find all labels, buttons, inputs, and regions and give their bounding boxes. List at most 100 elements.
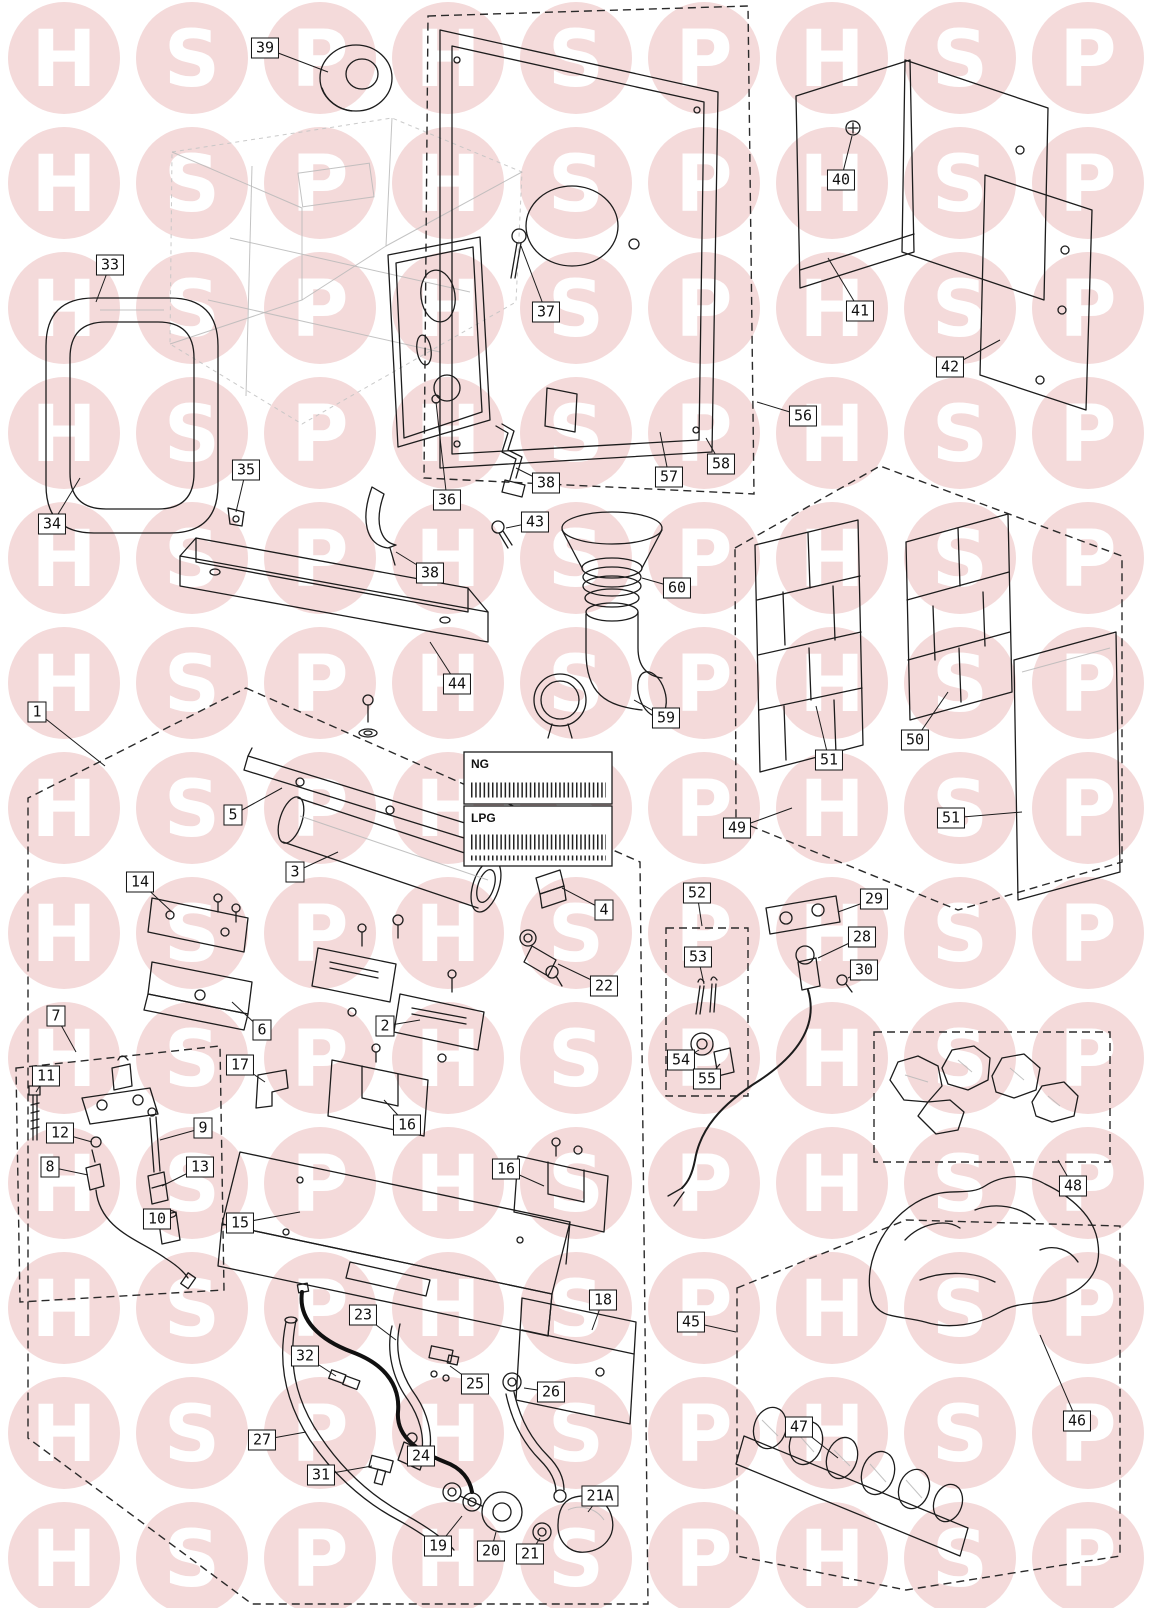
watermark-circle xyxy=(520,1377,632,1489)
watermark-circle xyxy=(1032,377,1144,489)
part-label-20: 20 xyxy=(476,1540,506,1562)
watermark-circle xyxy=(520,1502,632,1608)
watermark-letter: H xyxy=(799,15,864,105)
part-label-4: 4 xyxy=(594,899,614,921)
ignition-cable xyxy=(296,1282,474,1494)
part-label-38: 38 xyxy=(415,562,445,584)
part-label-29: 29 xyxy=(859,888,889,910)
part-label-37: 37 xyxy=(531,301,561,323)
watermark-letter: S xyxy=(932,265,988,355)
watermark-letter: S xyxy=(932,1515,988,1605)
watermark-letter: P xyxy=(1059,15,1116,105)
log-set-boundary xyxy=(736,1219,1121,1591)
pilot-assembly xyxy=(28,1055,197,1290)
watermark-circle xyxy=(776,627,888,739)
thermocouple-boundary xyxy=(665,927,749,1097)
watermark-letter: P xyxy=(291,765,348,855)
part-label-8: 8 xyxy=(40,1156,60,1178)
screw-37 xyxy=(510,228,527,279)
watermark-circle xyxy=(648,1002,760,1114)
watermark-circle xyxy=(520,127,632,239)
part-label-42: 42 xyxy=(935,356,965,378)
brick-panel-50 xyxy=(905,513,1013,721)
part-label-44: 44 xyxy=(442,673,472,695)
part-label-32: 32 xyxy=(290,1345,320,1367)
watermark-letter: P xyxy=(675,1265,732,1355)
watermark-circle xyxy=(392,1002,504,1114)
side-panel-42 xyxy=(901,59,1093,411)
watermark-circle xyxy=(904,502,1016,614)
watermark-circle xyxy=(264,1252,376,1364)
watermark-circle xyxy=(8,877,120,989)
watermark-circle xyxy=(520,2,632,114)
coals-boundary xyxy=(873,1031,1111,1163)
part-label-9: 9 xyxy=(193,1117,213,1139)
part-label-53: 53 xyxy=(683,946,713,968)
part-label-25: 25 xyxy=(460,1373,490,1395)
watermark-letter: H xyxy=(31,1140,96,1230)
watermark-circle xyxy=(136,752,248,864)
part-label-30: 30 xyxy=(849,959,879,981)
watermark-letter: S xyxy=(164,1015,220,1105)
watermark-circle xyxy=(904,1377,1016,1489)
part-label-41: 41 xyxy=(845,300,875,322)
watermark-letter: P xyxy=(1059,140,1116,230)
watermark-letter: H xyxy=(799,1015,864,1105)
watermark-circle xyxy=(648,127,760,239)
part-label-18: 18 xyxy=(588,1289,618,1311)
watermark-letter: P xyxy=(291,15,348,105)
tee-25 xyxy=(428,1345,460,1382)
watermark-letter: H xyxy=(415,265,480,355)
watermark-circle xyxy=(264,1502,376,1608)
watermark-circle xyxy=(8,1252,120,1364)
watermark-letter: P xyxy=(675,15,732,105)
part-label-39: 39 xyxy=(250,37,280,59)
watermark-letter: P xyxy=(675,1390,732,1480)
rear-liner-panel-51 xyxy=(1013,631,1121,901)
watermark-circle xyxy=(776,2,888,114)
watermark-circle xyxy=(520,252,632,364)
watermark-letter: S xyxy=(164,890,220,980)
watermark-circle xyxy=(904,1252,1016,1364)
watermark-letter: S xyxy=(932,1015,988,1105)
leader-line-36 xyxy=(435,401,448,501)
watermark-letter: S xyxy=(164,1390,220,1480)
part-label-58: 58 xyxy=(706,453,736,475)
watermark-letter: P xyxy=(291,640,348,730)
watermark-letter: S xyxy=(932,1265,988,1355)
screw-43 xyxy=(491,520,513,549)
watermark-circle xyxy=(1032,2,1144,114)
watermark-letter: S xyxy=(548,1140,604,1230)
watermark-letter: S xyxy=(164,140,220,230)
watermark-circle xyxy=(1032,1252,1144,1364)
watermark-circle xyxy=(8,127,120,239)
brick-panel-51 xyxy=(754,519,864,773)
front-panel-boundary xyxy=(423,5,755,495)
watermark-letter: S xyxy=(548,1515,604,1605)
watermark-letter: S xyxy=(932,1140,988,1230)
part-label-23: 23 xyxy=(348,1304,378,1326)
watermark-circle xyxy=(264,377,376,489)
watermark-letter: S xyxy=(932,15,988,105)
part-label-55: 55 xyxy=(692,1068,722,1090)
watermark-letter: H xyxy=(799,390,864,480)
watermark-circle xyxy=(776,1502,888,1608)
part-label-22: 22 xyxy=(589,975,619,997)
watermark-circle xyxy=(648,1252,760,1364)
watermark-circle xyxy=(776,377,888,489)
watermark-circle xyxy=(904,127,1016,239)
gas-pipe-23 xyxy=(389,1323,432,1451)
watermark-circle xyxy=(904,877,1016,989)
part-label-50: 50 xyxy=(900,729,930,751)
part-label-5: 5 xyxy=(223,804,243,826)
watermark-circle xyxy=(904,1002,1016,1114)
part-label-43: 43 xyxy=(520,511,550,533)
watermark-letter: P xyxy=(291,890,348,980)
part-label-27: 27 xyxy=(247,1429,277,1451)
part-label-51: 51 xyxy=(814,749,844,771)
part-label-13: 13 xyxy=(185,1156,215,1178)
valve-pipe-26 xyxy=(502,1372,567,1503)
watermark-letter: S xyxy=(164,1140,220,1230)
ignition-lead-28-30 xyxy=(667,895,853,1207)
